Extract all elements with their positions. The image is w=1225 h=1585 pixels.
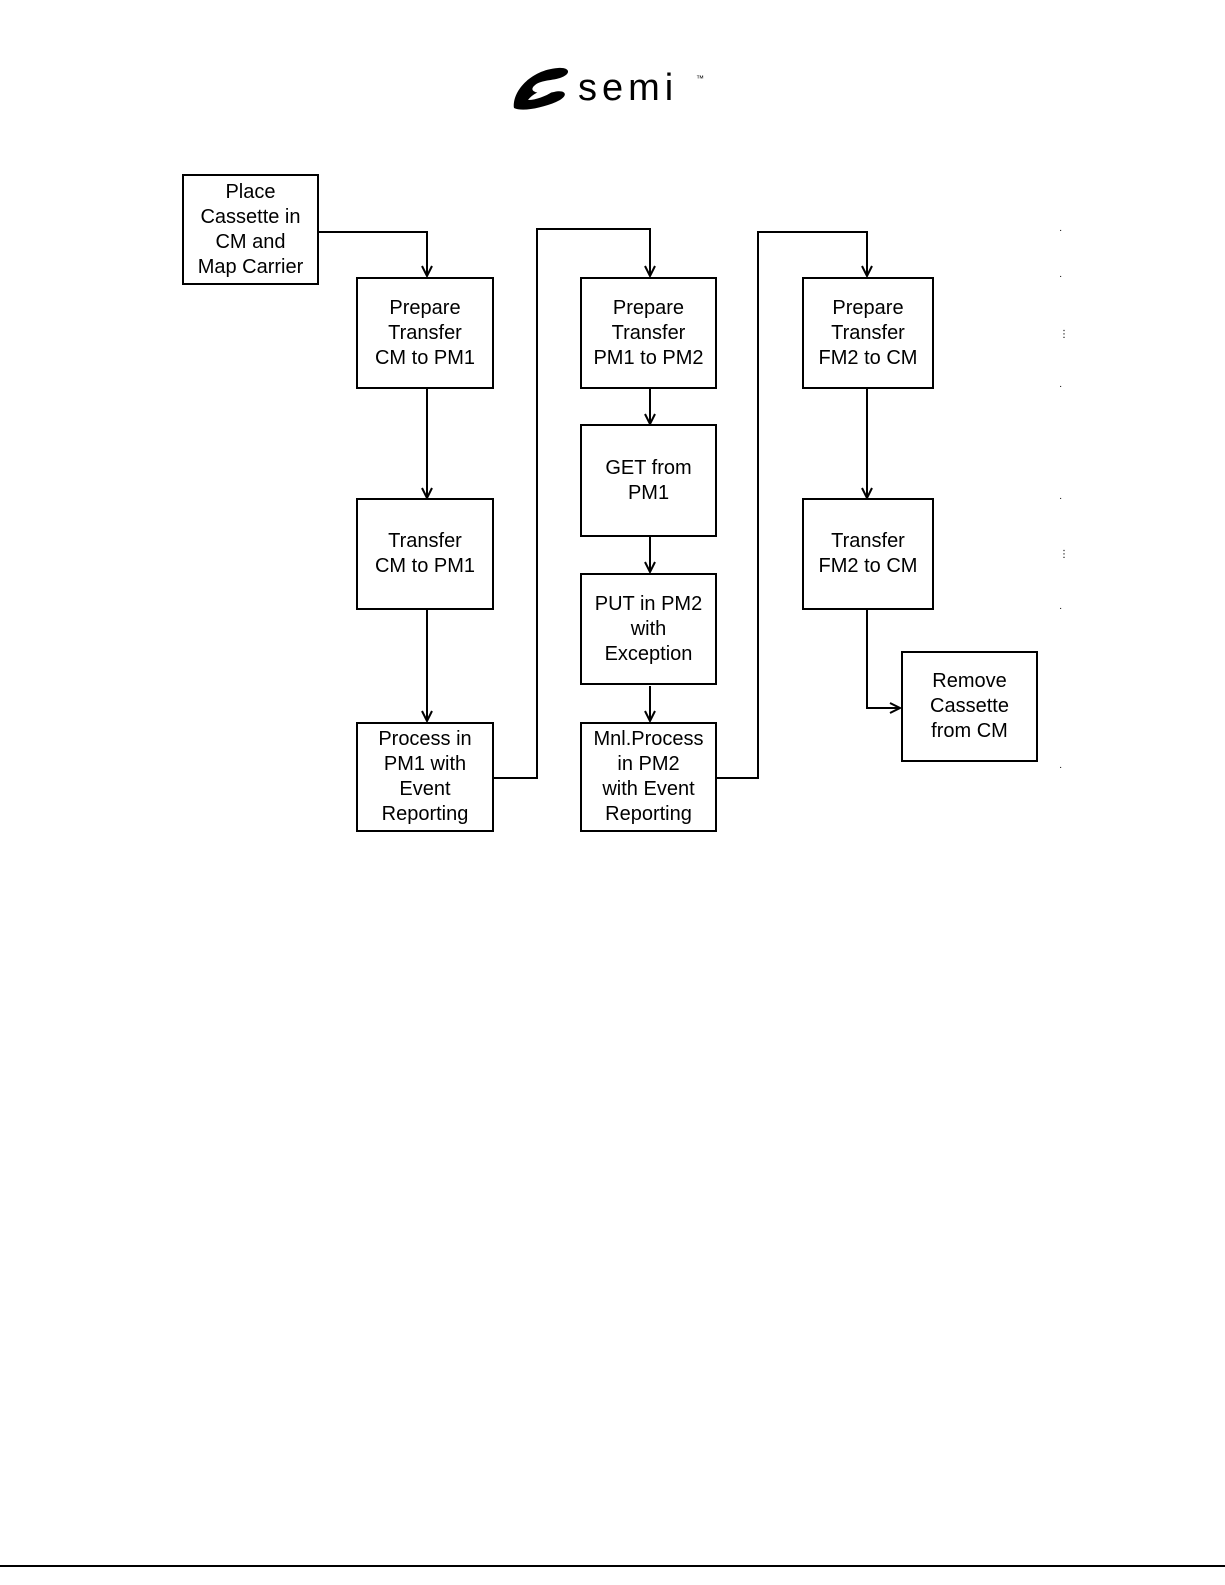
node-prepare-transfer-cm-pm1: Prepare Transfer CM to PM1 — [356, 277, 494, 389]
margin-tick: ⋮ — [1059, 549, 1069, 560]
node-process-pm1: Process in PM1 with Event Reporting — [356, 722, 494, 832]
edge-process-pm1-to-prepare-pm1-pm2 — [494, 228, 650, 779]
node-remove-cassette: Remove Cassette from CM — [901, 651, 1038, 762]
edge-place-to-prepare-cm-pm1 — [318, 231, 427, 276]
semi-swoosh-icon — [513, 67, 569, 110]
node-prepare-transfer-fm2-cm: Prepare Transfer FM2 to CM — [802, 277, 934, 389]
semi-wordmark: semi — [578, 67, 679, 109]
margin-tick: ⋮ — [1059, 329, 1069, 340]
margin-tick: · — [1059, 603, 1063, 614]
edge-mnl-process-to-prepare-fm2-cm — [717, 231, 867, 779]
margin-tick: · — [1059, 271, 1063, 282]
margin-tick: · — [1059, 225, 1063, 236]
trademark-symbol: ™ — [696, 74, 704, 83]
node-get-from-pm1: GET from PM1 — [580, 424, 717, 537]
margin-tick: · — [1059, 381, 1063, 392]
node-transfer-cm-pm1: Transfer CM to PM1 — [356, 498, 494, 610]
node-put-in-pm2: PUT in PM2 with Exception — [580, 573, 717, 685]
semi-logo: semi ™ — [510, 62, 710, 118]
node-prepare-transfer-pm1-pm2: Prepare Transfer PM1 to PM2 — [580, 277, 717, 389]
page-bottom-rule — [0, 1565, 1225, 1567]
node-place-cassette: Place Cassette in CM and Map Carrier — [182, 174, 319, 285]
node-transfer-fm2-cm: Transfer FM2 to CM — [802, 498, 934, 610]
margin-tick: · — [1059, 762, 1063, 773]
margin-tick: · — [1059, 493, 1063, 504]
edge-transfer-fm2-cm-to-remove — [866, 610, 900, 708]
node-mnl-process-pm2: Mnl.Process in PM2 with Event Reporting — [580, 722, 717, 832]
